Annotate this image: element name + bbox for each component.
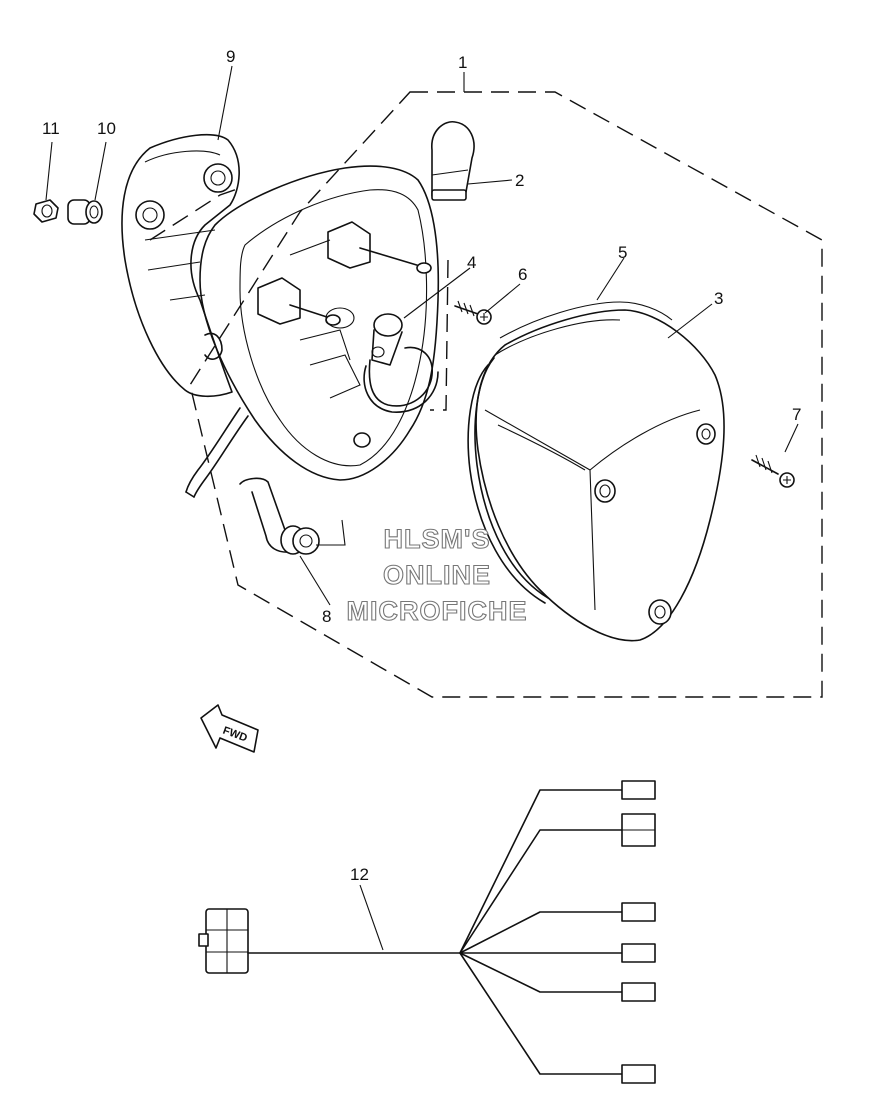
callout-9: 9 — [226, 47, 235, 66]
light-body — [185, 165, 440, 498]
watermark: HLSM'S ONLINE MICROFICHE — [346, 523, 528, 626]
callout-10: 10 — [97, 119, 116, 138]
part-11-nut — [33, 199, 59, 223]
part-2-bulb — [431, 121, 475, 201]
watermark-line-2: ONLINE — [383, 560, 491, 590]
assembly-boundary — [189, 91, 823, 698]
callout-2: 2 — [515, 171, 524, 190]
callout-3: 3 — [714, 289, 723, 308]
hidden-line-wire — [430, 259, 449, 411]
callout-numbers: 1 2 3 4 5 6 7 8 9 10 11 12 — [42, 47, 801, 884]
callout-7: 7 — [792, 405, 801, 424]
part-10-collar — [67, 199, 103, 225]
part-12-wiring-harness — [198, 780, 656, 1084]
part-3-lens — [467, 309, 725, 642]
hidden-line-bracket — [149, 187, 241, 241]
callout-4: 4 — [467, 253, 476, 272]
watermark-line-3: MICROFICHE — [347, 596, 528, 626]
callout-5: 5 — [618, 243, 627, 262]
part-9-bracket — [121, 133, 240, 398]
callout-11: 11 — [42, 119, 60, 138]
part-6-screw — [454, 300, 492, 325]
part-7-screw — [751, 454, 795, 488]
callout-8: 8 — [322, 607, 331, 626]
part-8-grommet — [239, 477, 320, 555]
watermark-line-1: HLSM'S — [384, 524, 491, 554]
forward-arrow-icon: FWD — [200, 704, 259, 753]
callout-6: 6 — [518, 265, 527, 284]
callout-1: 1 — [458, 53, 467, 72]
leader-lines — [45, 65, 799, 951]
part-5-gasket — [499, 301, 673, 339]
callout-12: 12 — [350, 865, 369, 884]
part-4-socket — [363, 313, 439, 413]
